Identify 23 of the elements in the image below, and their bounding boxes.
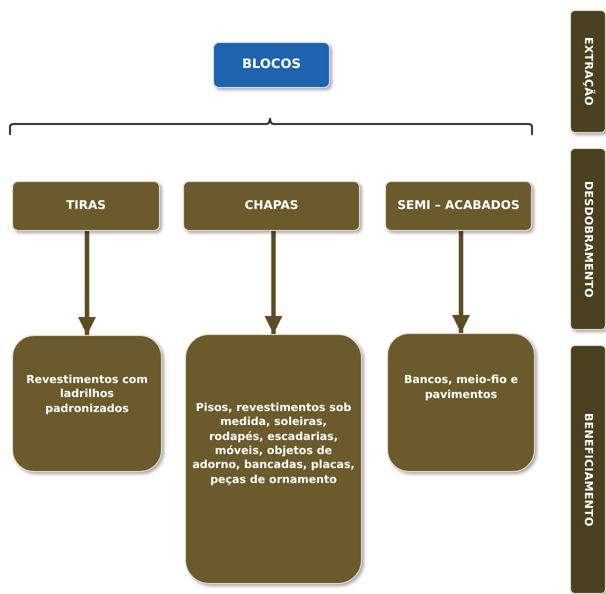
stage-band bbox=[570, 148, 606, 330]
process-box bbox=[12, 181, 160, 231]
source-box bbox=[213, 42, 330, 88]
process-box bbox=[183, 181, 360, 231]
stage-band bbox=[570, 345, 606, 594]
stage-label: BENEFICIAMENTO bbox=[581, 412, 596, 526]
arrow bbox=[452, 231, 470, 333]
process-box bbox=[185, 334, 362, 584]
arrow bbox=[264, 231, 282, 334]
node-label: SEMI – ACABADOS bbox=[397, 198, 520, 214]
process-box bbox=[12, 335, 162, 472]
node-label: TIRAS bbox=[66, 198, 106, 214]
process-box bbox=[385, 181, 532, 231]
arrow bbox=[78, 231, 96, 335]
stage-label: EXTRAÇÃO bbox=[581, 37, 596, 106]
node-label: Pisos, revestimentos sob medida, soleiras, rodapés, escadarias, móveis, objetos de adorno, bancadas, placas, peças de ornamento bbox=[192, 401, 355, 487]
stage-label: DESDOBRAMENTO bbox=[581, 180, 596, 298]
node-label: Revestimentos com ladrilhos padronizados bbox=[25, 373, 149, 416]
node-label: Bancos, meio-fio e pavimentos bbox=[402, 373, 520, 402]
process-box bbox=[387, 333, 535, 472]
stage-band bbox=[570, 10, 606, 133]
node-label: CHAPAS bbox=[244, 198, 298, 214]
node-label: BLOCOS bbox=[242, 56, 301, 74]
